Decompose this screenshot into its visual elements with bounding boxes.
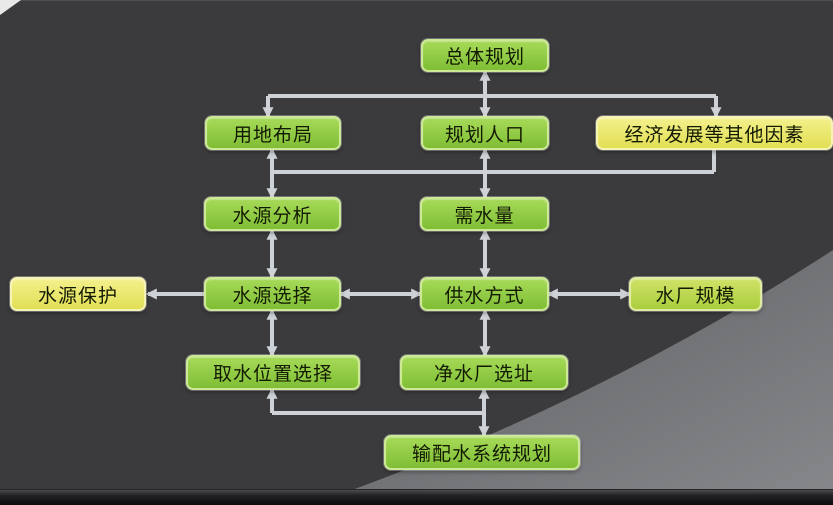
node-economic-factors: 经济发展等其他因素 bbox=[596, 116, 833, 150]
top-edge-highlight bbox=[0, 0, 833, 1]
edges-group bbox=[145, 69, 722, 438]
node-water-source-analysis: 水源分析 bbox=[204, 197, 341, 231]
node-water-source-protection: 水源保护 bbox=[10, 277, 146, 311]
node-water-plant-scale: 水厂规模 bbox=[629, 277, 762, 311]
corner-highlight bbox=[0, 0, 21, 15]
node-water-demand: 需水量 bbox=[420, 197, 549, 231]
node-intake-location-selection: 取水位置选择 bbox=[186, 355, 360, 390]
node-distribution-system-planning: 输配水系统规划 bbox=[384, 435, 580, 470]
node-water-supply-method: 供水方式 bbox=[420, 277, 549, 311]
background-swoosh bbox=[310, 250, 833, 505]
bottom-edge-band bbox=[0, 489, 833, 505]
node-land-use-layout: 用地布局 bbox=[205, 116, 341, 150]
node-water-source-selection: 水源选择 bbox=[204, 277, 341, 311]
node-overall-planning: 总体规划 bbox=[421, 39, 549, 72]
node-treatment-plant-site: 净水厂选址 bbox=[400, 355, 568, 390]
node-planned-population: 规划人口 bbox=[421, 116, 549, 150]
